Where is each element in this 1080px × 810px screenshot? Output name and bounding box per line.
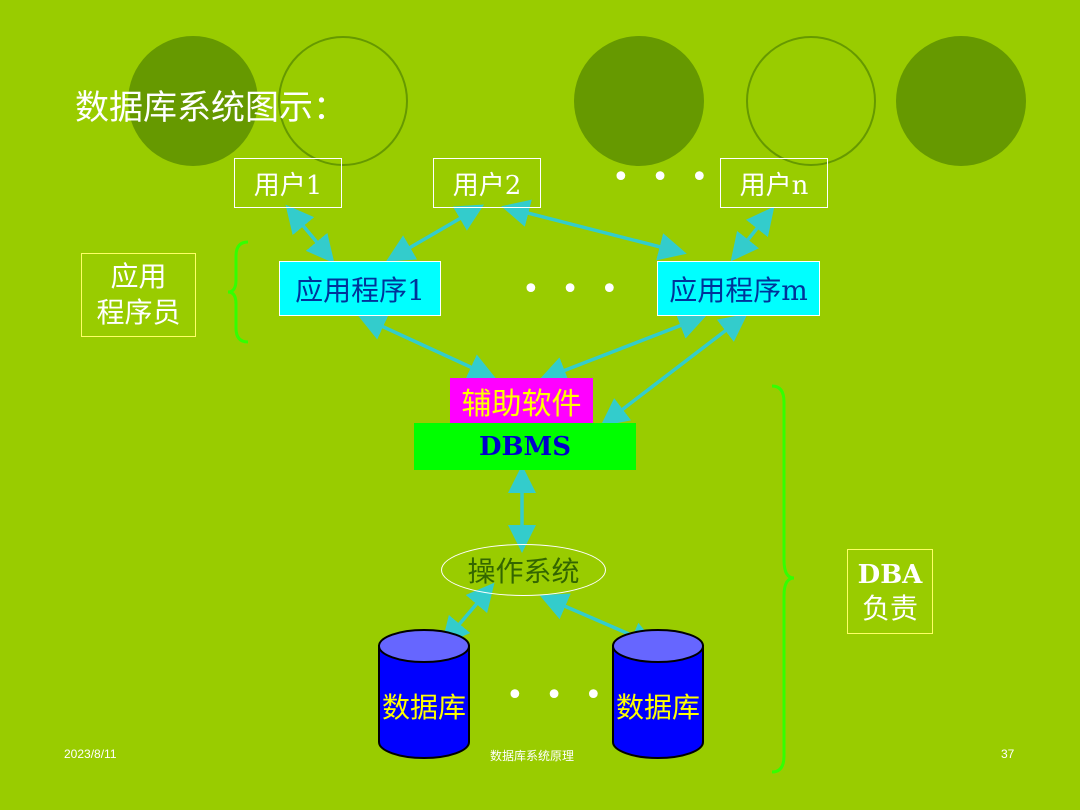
- arrow-user2-appm: [501, 199, 687, 261]
- decor-ring-2: [746, 36, 876, 166]
- database-label-2: 数据库: [615, 691, 700, 724]
- footer-page-number: 37: [1001, 747, 1015, 761]
- database-cylinder-1: [378, 629, 470, 759]
- arrow-user2-app1: [385, 204, 485, 262]
- os-ellipse: 操作系统: [441, 544, 606, 596]
- dbms-box: DBMS: [414, 423, 636, 470]
- decor-circle-1: [128, 36, 258, 166]
- arrow-os-db1: [441, 582, 495, 646]
- dba-label-line2: 负责: [861, 591, 918, 625]
- decor-circle-3: [896, 36, 1026, 166]
- decor-circle-2: [574, 36, 704, 166]
- arrow-appm-dbms: [600, 313, 748, 427]
- programmer-label-line1: 应用: [110, 260, 167, 293]
- user-box-2: 用户2: [433, 158, 541, 208]
- app-box-1: 应用程序1: [279, 261, 441, 316]
- decor-ring-1: [278, 36, 408, 166]
- arrow-app1-aux: [357, 314, 497, 380]
- app-box-m: 应用程序m: [657, 261, 820, 316]
- user-box-1: 用户1: [234, 158, 342, 208]
- user-ellipsis: • • •: [612, 160, 715, 195]
- user-box-n: 用户n: [720, 158, 828, 208]
- slide-title: 数据库系统图示：: [75, 88, 347, 128]
- app-ellipsis: • • •: [522, 272, 625, 307]
- programmer-label: 应用 程序员: [81, 253, 196, 337]
- database-cylinder-2: [612, 629, 704, 759]
- arrow-usern-appm: [730, 206, 775, 262]
- dba-label: DBA 负责: [847, 549, 933, 634]
- footer-course: 数据库系统原理: [490, 749, 575, 763]
- database-label-1: 数据库: [381, 691, 466, 724]
- arrow-user1-app1: [285, 204, 335, 264]
- aux-software-box: 辅助软件: [450, 378, 593, 423]
- brace-programmers: [227, 240, 249, 344]
- dba-label-line1: DBA: [857, 559, 923, 590]
- database-ellipsis: • • •: [506, 678, 609, 713]
- footer-date: 2023/8/11: [64, 747, 117, 761]
- brace-dba: [771, 384, 795, 774]
- programmer-label-line2: 程序员: [96, 296, 181, 329]
